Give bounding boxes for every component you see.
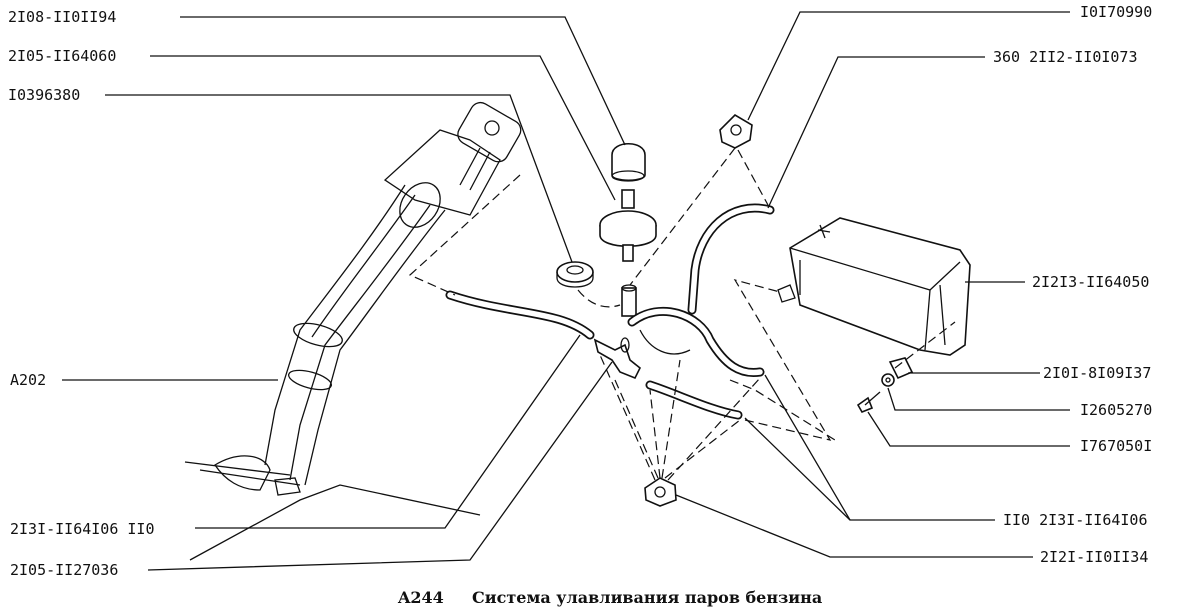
figure-caption: A244 Система улавливания паров бензина bbox=[397, 588, 822, 607]
label-I0I70990: I0I70990 bbox=[1080, 3, 1152, 21]
bracket-and-fasteners bbox=[856, 357, 914, 414]
leader-lines bbox=[62, 11, 1070, 571]
label-2II2-II0I073: 360 2II2-II0I073 bbox=[993, 48, 1138, 66]
label-II0-2I3I-II64I06: II0 2I3I-II64I06 bbox=[1003, 511, 1148, 529]
hose-clip-top bbox=[719, 113, 753, 149]
label-I767050I: I767050I bbox=[1080, 437, 1152, 455]
separator-tank bbox=[777, 217, 971, 356]
valve-cap bbox=[611, 142, 646, 182]
label-2I08-II0II94: 2I08-II0II94 bbox=[8, 8, 116, 26]
label-2I3I-II64I06-II0: 2I3I-II64I06 II0 bbox=[10, 520, 155, 538]
check-valve bbox=[599, 189, 657, 262]
caption-code: A244 bbox=[397, 588, 444, 607]
label-A202: A202 bbox=[10, 371, 46, 389]
filler-neck-pipe bbox=[184, 101, 522, 561]
label-2I0I-8I09I37: 2I0I-8I09I37 bbox=[1043, 364, 1151, 382]
label-I0396380: I0396380 bbox=[8, 86, 80, 104]
label-2I05-II27036: 2I05-II27036 bbox=[10, 561, 118, 579]
tee-fitting bbox=[593, 337, 642, 380]
valve-nipple bbox=[621, 284, 637, 317]
caption-title: Система улавливания паров бензина bbox=[472, 588, 822, 607]
assembly-lines bbox=[408, 147, 956, 481]
grommet bbox=[556, 261, 594, 288]
hose-clip-bottom bbox=[644, 477, 677, 507]
label-2I2I-II0II34: 2I2I-II0II34 bbox=[1040, 548, 1148, 566]
label-2I2I3-II64050: 2I2I3-II64050 bbox=[1032, 273, 1149, 291]
label-2I05-II64060: 2I05-II64060 bbox=[8, 47, 116, 65]
vapor-hoses bbox=[445, 203, 775, 420]
part-labels: 2I08-II0II94 2I05-II64060 I0396380 I0I70… bbox=[8, 3, 1152, 579]
label-I2605270: I2605270 bbox=[1080, 401, 1152, 419]
